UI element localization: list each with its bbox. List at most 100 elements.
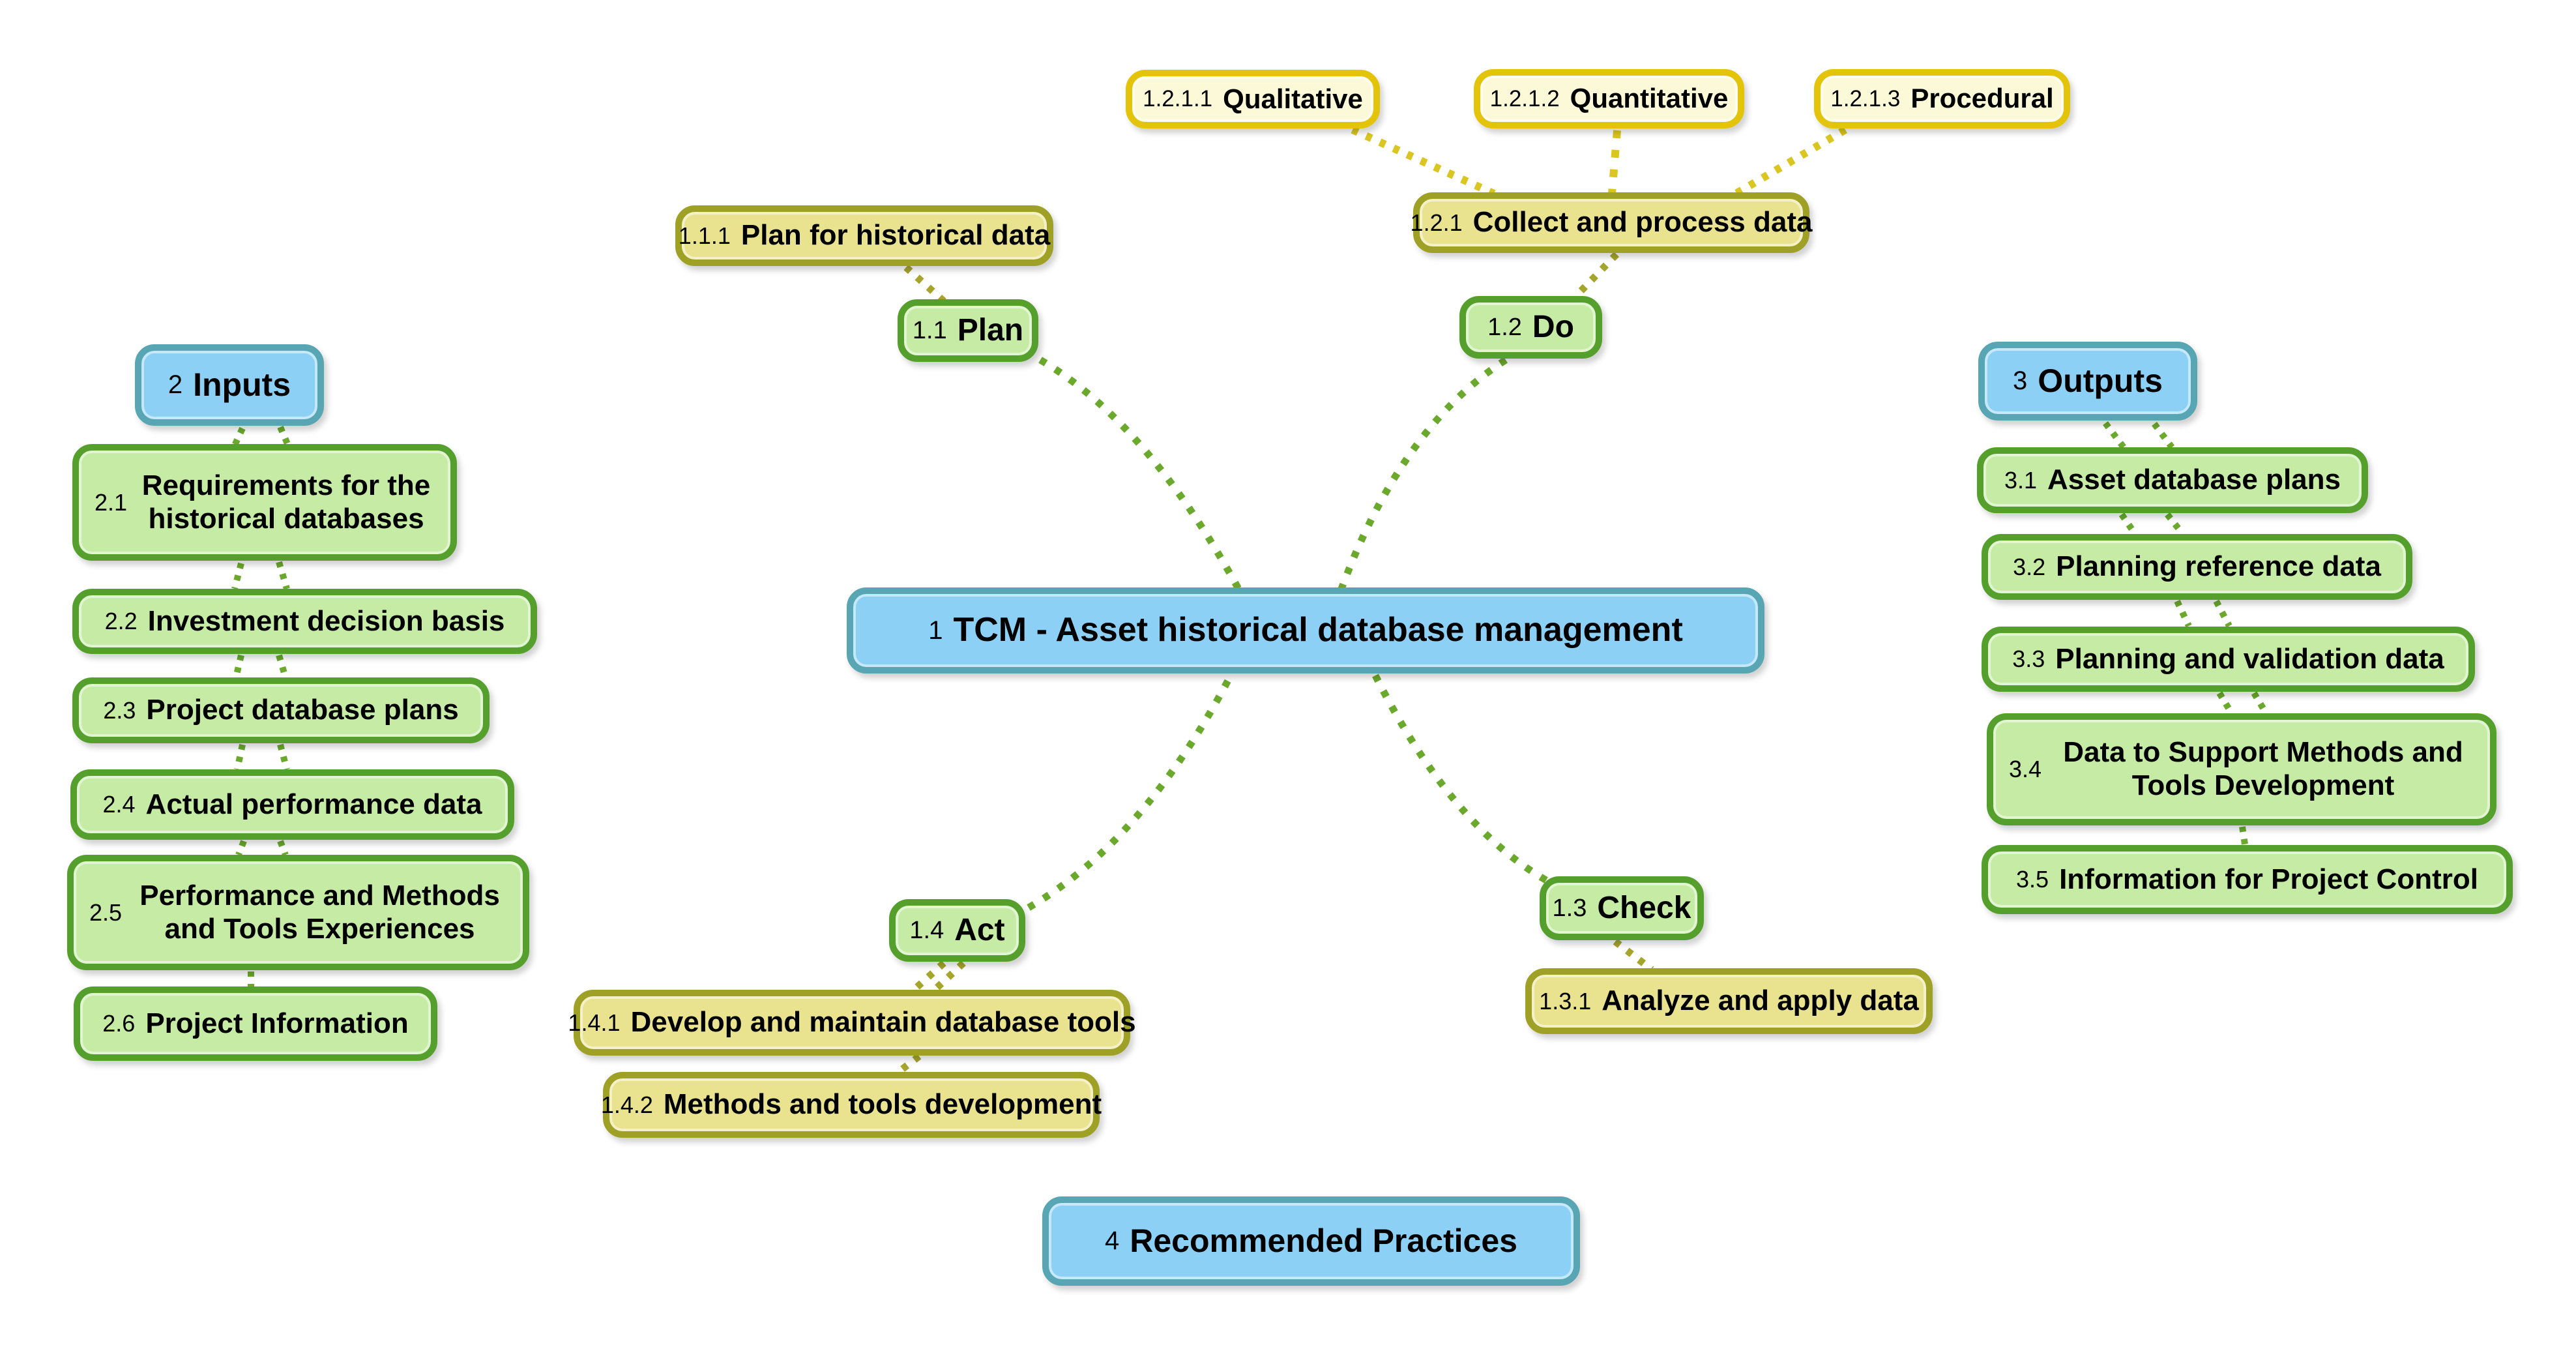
connector-input-2-1-input-2-2 — [276, 561, 290, 590]
connector-procedural-collect — [1733, 126, 1848, 198]
node-input-2-5-number: 2.5 — [89, 898, 123, 926]
connector-input-2-3-input-2-4 — [277, 743, 290, 771]
connector-do-center — [1338, 357, 1508, 590]
node-input-2-3-number: 2.3 — [103, 696, 136, 724]
node-output-3-3-number: 3.3 — [2012, 645, 2045, 672]
node-output-3-5-number: 3.5 — [2016, 866, 2049, 893]
node-input-2-2[interactable]: 2.2 Investment decision basis — [72, 589, 537, 654]
connector-input-2-2-input-2-3 — [276, 654, 289, 679]
node-collect-label: Collect and process data — [1472, 206, 1813, 239]
node-analyze-number: 1.3.1 — [1539, 987, 1592, 1015]
node-analyze-label: Analyze and apply data — [1602, 985, 1919, 1017]
connector-input-2-4-input-2-5 — [235, 840, 247, 856]
connector-act-center — [1027, 674, 1234, 911]
connector-qualitative-collect — [1351, 126, 1496, 198]
node-qualitative-label: Qualitative — [1223, 83, 1363, 114]
node-input-2-3[interactable]: 2.3 Project database plans — [72, 677, 490, 743]
node-output-3-3[interactable]: 3.3 Planning and validation data — [1982, 627, 2475, 692]
node-output-3-4-number: 3.4 — [2009, 756, 2042, 782]
node-center-number: 1 — [928, 615, 943, 645]
node-center[interactable]: 1 TCM - Asset historical database managem… — [847, 587, 1764, 674]
node-plan-number: 1.1 — [912, 316, 947, 344]
connector-inputs-input-2-1 — [231, 426, 246, 447]
node-output-3-1[interactable]: 3.1 Asset database plans — [1977, 447, 2368, 513]
node-methods-label: Methods and tools development — [663, 1088, 1102, 1121]
node-output-3-5-label: Information for Project Control — [2059, 863, 2478, 895]
connector-output-3-3-output-3-4 — [2216, 691, 2234, 715]
node-procedural-number: 1.2.1.3 — [1830, 85, 1901, 111]
node-do-label: Do — [1532, 310, 1574, 345]
node-quantitative-label: Quantitative — [1570, 83, 1729, 114]
node-input-2-5-label: Performance and Methods and Tools Experi… — [139, 879, 500, 945]
connector-output-3-4-output-3-5 — [2239, 826, 2248, 845]
connector-outputs-output-3-1 — [2103, 421, 2126, 450]
node-act-number: 1.4 — [909, 916, 944, 944]
node-output-3-5[interactable]: 3.5 Information for Project Control — [1982, 845, 2513, 914]
connector-plan-historical-plan — [903, 264, 946, 304]
node-outputs-number: 3 — [2013, 366, 2028, 395]
connector-input-2-4-input-2-5 — [277, 840, 289, 856]
node-methods-number: 1.4.2 — [600, 1091, 653, 1118]
node-input-2-6[interactable]: 2.6 Project Information — [74, 986, 437, 1061]
node-input-2-2-label: Investment decision basis — [147, 604, 505, 637]
node-recommended-label: Recommended Practices — [1130, 1222, 1517, 1259]
node-qualitative-number: 1.2.1.1 — [1143, 86, 1213, 111]
connector-output-3-2-output-3-3 — [2213, 599, 2232, 628]
node-input-2-6-label: Project Information — [145, 1007, 409, 1039]
node-input-2-1[interactable]: 2.1 Requirements for the historical datab… — [72, 444, 457, 561]
connector-collect-do — [1572, 252, 1619, 300]
connector-output-3-1-output-3-2 — [2118, 512, 2138, 535]
node-center-label: TCM - Asset historical database manageme… — [953, 611, 1683, 649]
node-act-label: Act — [954, 913, 1005, 948]
node-output-3-4-label: Data to Support Methods and Tools Develo… — [2063, 736, 2463, 801]
node-output-3-1-label: Asset database plans — [2047, 464, 2341, 496]
node-output-3-4[interactable]: 3.4 Data to Support Methods and Tools Dev… — [1987, 713, 2496, 825]
node-input-2-5[interactable]: 2.5 Performance and Methods and Tools Exp… — [67, 855, 529, 970]
node-analyze[interactable]: 1.3.1 Analyze and apply data — [1525, 968, 1933, 1034]
node-output-3-2-label: Planning reference data — [2056, 550, 2381, 583]
connector-check-analyze — [1613, 938, 1654, 973]
node-output-3-2-number: 3.2 — [2013, 553, 2046, 580]
node-methods[interactable]: 1.4.2 Methods and tools development — [600, 1072, 1102, 1138]
node-collect-number: 1.2.1 — [1410, 209, 1463, 236]
node-input-2-1-label: Requirements for the historical database… — [141, 469, 431, 535]
node-qualitative[interactable]: 1.2.1.1 Qualitative — [1126, 70, 1380, 128]
node-output-3-3-label: Planning and validation data — [2055, 642, 2444, 675]
connector-input-2-3-input-2-4 — [234, 743, 246, 771]
connector-quantitative-collect — [1608, 130, 1621, 194]
connector-output-3-3-output-3-4 — [2251, 691, 2269, 715]
connector-output-3-2-output-3-3 — [2174, 599, 2192, 628]
connector-plan-center — [1038, 357, 1242, 591]
node-check-number: 1.3 — [1552, 894, 1587, 922]
connector-outputs-output-3-1 — [2152, 422, 2174, 449]
node-collect[interactable]: 1.2.1 Collect and process data — [1410, 192, 1812, 253]
connector-input-2-1-input-2-2 — [231, 562, 244, 590]
node-act[interactable]: 1.4 Act — [889, 899, 1025, 962]
node-output-3-1-number: 3.1 — [2004, 466, 2038, 494]
node-check[interactable]: 1.3 Check — [1540, 876, 1704, 940]
node-output-3-2[interactable]: 3.2 Planning reference data — [1982, 534, 2412, 600]
node-input-2-2-number: 2.2 — [104, 608, 138, 634]
node-recommended[interactable]: 4 Recommended Practices — [1042, 1196, 1580, 1286]
node-inputs-label: Inputs — [193, 366, 291, 403]
connector-check-center — [1372, 674, 1548, 883]
node-recommended-number: 4 — [1105, 1226, 1120, 1255]
connector-act-develop — [910, 960, 946, 994]
node-check-label: Check — [1597, 891, 1691, 926]
node-input-2-1-number: 2.1 — [95, 488, 128, 516]
node-input-2-3-label: Project database plans — [146, 694, 459, 726]
connector-inputs-input-2-1 — [277, 426, 291, 447]
node-input-2-4-number: 2.4 — [102, 791, 136, 818]
node-input-2-6-number: 2.6 — [102, 1010, 136, 1037]
connector-input-2-2-input-2-3 — [233, 654, 244, 679]
